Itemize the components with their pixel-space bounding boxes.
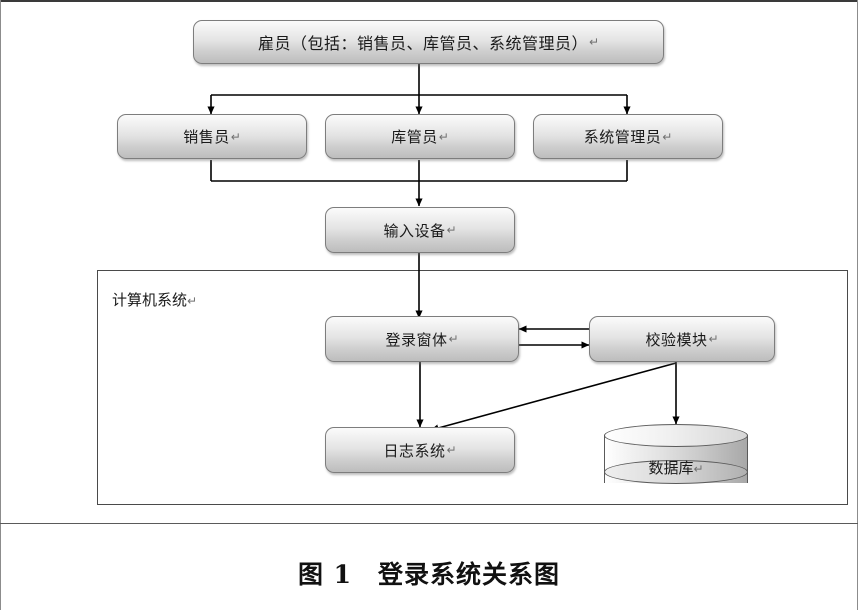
node-login-form[interactable]: 登录窗体↵ (325, 316, 519, 362)
node-database[interactable]: 数据库↵ (604, 424, 748, 488)
node-verify-module[interactable]: 校验模块↵ (589, 316, 775, 362)
database-cylinder-bottom (604, 460, 748, 484)
pilcrow-mark: ↵ (693, 462, 704, 476)
group-label-text: 计算机系统 (112, 292, 188, 309)
node-database-label-wrap: 数据库↵ (604, 457, 748, 478)
pilcrow-mark: ↵ (187, 294, 198, 308)
node-warehouse-keeper-label: 库管员 (391, 129, 438, 146)
node-warehouse-keeper[interactable]: 库管员↵ (325, 114, 515, 159)
node-verify-module-label: 校验模块 (645, 331, 708, 349)
pilcrow-mark: ↵ (438, 129, 449, 144)
group-computer-system (97, 270, 848, 505)
node-login-form-label: 登录窗体 (385, 331, 448, 349)
page-rule-top (0, 0, 858, 2)
page-rule-left (0, 0, 1, 610)
node-input-device[interactable]: 输入设备↵ (325, 207, 515, 253)
node-log-system-label: 日志系统 (383, 442, 446, 460)
figure-caption: 图 1 登录系统关系图 (297, 560, 561, 589)
node-employees[interactable]: 雇员（包括：销售员、库管员、系统管理员）↵ (193, 20, 664, 64)
pilcrow-mark: ↵ (230, 129, 241, 144)
edge-verify-to-log (430, 362, 677, 432)
group-computer-system-label: 计算机系统↵ (112, 289, 197, 310)
pilcrow-mark: ↵ (662, 129, 673, 144)
pilcrow-mark: ↵ (588, 35, 600, 49)
pilcrow-mark: ↵ (446, 223, 457, 237)
node-system-admin-label: 系统管理员 (583, 129, 662, 146)
page-rule-divider (0, 523, 858, 524)
node-system-admin[interactable]: 系统管理员↵ (533, 114, 723, 159)
node-database-label: 数据库 (648, 460, 694, 477)
database-cylinder-top (604, 424, 748, 447)
node-salesperson-label: 销售员 (183, 129, 230, 146)
pilcrow-mark: ↵ (448, 332, 459, 346)
node-salesperson[interactable]: 销售员↵ (117, 114, 307, 159)
pilcrow-mark: ↵ (708, 332, 719, 346)
node-log-system[interactable]: 日志系统↵ (325, 427, 515, 473)
node-input-device-label: 输入设备 (383, 222, 446, 240)
node-employees-label: 雇员（包括：销售员、库管员、系统管理员） (257, 36, 588, 53)
pilcrow-mark: ↵ (446, 443, 457, 457)
